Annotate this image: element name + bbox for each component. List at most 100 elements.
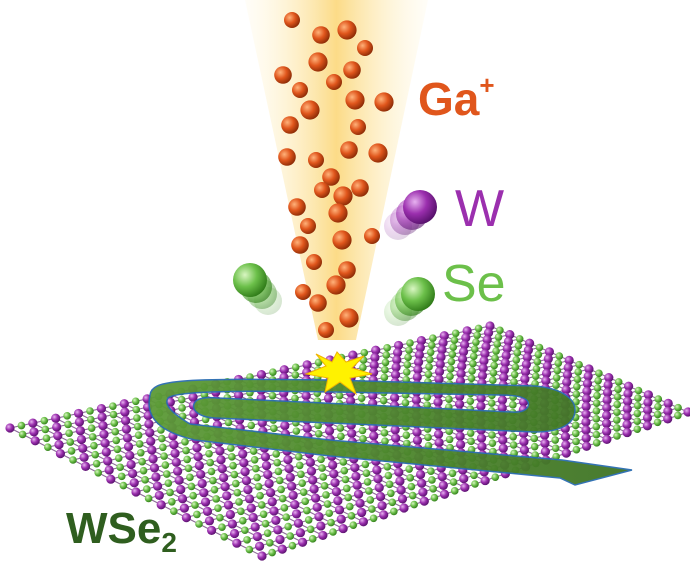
lattice-w-atom [584,364,594,374]
lattice-w-atom [145,427,155,438]
gallium-ion [364,228,380,244]
lattice-se-atom [288,541,297,550]
gallium-ion-label: Ga+ [418,72,495,122]
lattice-w-atom [204,516,215,526]
gallium-ion [351,179,369,197]
lattice-se-atom [510,378,518,386]
lattice-se-atom [424,370,433,379]
lattice-w-atom [177,494,188,504]
lattice-se-atom [383,462,392,471]
lattice-w-atom [373,474,383,484]
lattice-se-atom [358,426,367,435]
lattice-w-atom [181,513,191,523]
lattice-w-atom [308,475,318,485]
lattice-w-atom [476,401,486,411]
lattice-w-atom [273,525,283,535]
lattice-w-atom [543,354,553,364]
lattice-w-atom [623,389,633,399]
lattice-se-atom [551,444,560,453]
lattice-se-atom [252,464,260,473]
lattice-se-atom [40,416,49,425]
lattice-w-atom [188,392,198,402]
lattice-se-atom [357,394,366,402]
lattice-w-atom [437,472,447,482]
lattice-w-atom [476,433,487,443]
lattice-se-atom [232,479,240,488]
lattice-w-atom [293,518,304,528]
gallium-ion [314,182,330,198]
lattice-se-atom [182,446,190,455]
lattice-se-atom [555,352,564,360]
lattice-w-atom [336,514,346,524]
lattice-w-atom [197,478,207,489]
lattice-se-atom [532,365,541,373]
lattice-w-atom [217,463,227,474]
lattice-w-atom [219,472,229,483]
lattice-se-atom [552,452,560,461]
gallium-ion [357,40,373,56]
lattice-se-atom [405,465,414,473]
lattice-w-atom [119,399,129,409]
lattice-se-atom [402,368,411,376]
lattice-w-atom [263,469,273,480]
lattice-w-atom [232,538,242,548]
gallium-ion [284,12,300,28]
lattice-se-atom [423,401,432,409]
lattice-w-atom [391,433,401,443]
lattice-w-atom [663,406,673,416]
lattice-se-atom [472,338,480,346]
lattice-w-atom [376,492,386,502]
lattice-w-atom [126,459,136,470]
lattice-w-atom [497,395,508,405]
lattice-se-atom [445,427,454,435]
lattice-w-atom [540,430,550,440]
lattice-w-atom [560,432,571,442]
selenium-atom-left [233,263,282,315]
lattice-w-atom [456,439,466,450]
lattice-se-atom [295,461,304,470]
lattice-se-atom [319,473,328,481]
lattice-w-atom [225,509,235,520]
lattice-se-atom [268,548,276,557]
lattice-se-atom [634,394,642,402]
lattice-se-atom [184,464,193,473]
lattice-se-atom [186,473,194,482]
lattice-w-atom [329,469,339,479]
lattice-se-atom [653,410,662,419]
lattice-se-atom [111,427,120,436]
lattice-se-atom [158,434,166,443]
lattice-w-atom [602,434,612,445]
lattice-w-atom [106,474,116,484]
tungsten-atom [384,190,437,240]
lattice-se-atom [514,342,523,350]
lattice-se-atom [166,488,174,497]
lattice-se-atom [633,417,642,426]
lattice-w-atom [663,398,673,408]
scan-path-arrow [148,378,633,486]
lattice-w-atom [602,387,613,398]
lattice-w-atom [477,370,488,381]
lattice-se-atom [535,343,544,352]
lattice-se-atom [489,368,498,377]
lattice-se-atom [488,439,497,448]
lattice-se-atom [306,525,315,534]
tungsten-label: W [455,180,505,238]
lattice-se-atom [380,373,389,382]
lattice-w-atom [199,488,209,498]
lattice-w-atom [438,338,448,348]
lattice-w-atom [284,463,294,474]
lattice-w-atom [642,413,653,423]
lattice-se-atom [344,493,353,502]
lattice-se-atom [109,402,117,410]
lattice-w-atom [55,449,65,459]
lattice-se-atom [210,485,219,494]
lattice-w-atom [290,499,300,510]
lattice-se-atom [114,454,123,463]
lattice-w-atom [52,422,62,432]
gallium-ion [343,61,361,79]
lattice-w-atom [311,493,321,503]
lattice-se-atom [654,395,663,403]
lattice-se-atom [634,386,643,395]
lattice-se-atom [256,491,264,500]
gallium-ion [278,148,296,166]
